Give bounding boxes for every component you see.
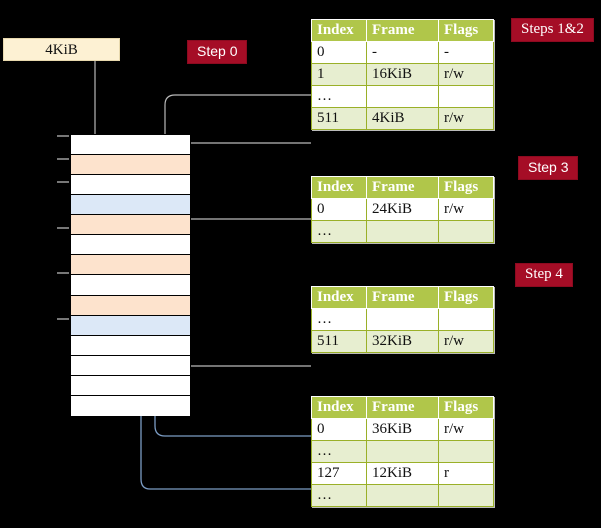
memory-frame-row xyxy=(71,135,190,156)
memory-frame-row xyxy=(71,235,190,256)
page-table-level-1-cell: … xyxy=(311,484,367,507)
page-table-level-4-header-frame: Frame xyxy=(366,19,439,42)
page-table-level-1-cell: 12KiB xyxy=(366,462,439,485)
page-table-level-4-row: … xyxy=(311,85,494,108)
memory-frame-row xyxy=(71,355,190,376)
badge-step-4-label: Step 4 xyxy=(525,266,563,282)
physical-memory-column xyxy=(70,134,191,416)
page-table-level-2-header-frame: Frame xyxy=(366,286,439,309)
page-table-level-4-cell: r/w xyxy=(438,63,494,86)
page-table-level-4-cell xyxy=(366,85,439,108)
page-table-level-4-cell: r/w xyxy=(438,107,494,130)
memory-frame-row xyxy=(71,295,190,316)
memory-tick xyxy=(57,158,69,160)
badge-step-0: Step 0 xyxy=(188,41,247,63)
memory-frame-row xyxy=(71,335,190,356)
memory-frame-row xyxy=(71,255,190,276)
page-table-level-1-cell: 36KiB xyxy=(366,418,439,441)
page-table-level-3-cell: r/w xyxy=(438,198,494,221)
memory-frame-row xyxy=(71,275,190,296)
page-table-level-4-cell: 0 xyxy=(311,41,367,64)
page-table-level-4-header-flags: Flags xyxy=(438,19,494,42)
memory-tick xyxy=(57,227,69,229)
page-table-level-1-cell xyxy=(438,440,494,463)
memory-frame-row xyxy=(71,155,190,176)
page-table-level-4-cell: 1 xyxy=(311,63,367,86)
page-table-level-3-cell: … xyxy=(311,220,367,243)
page-table-level-1-cell xyxy=(366,484,439,507)
page-table-level-2-cell: 511 xyxy=(311,330,367,353)
page-table-level-3-cell xyxy=(366,220,439,243)
badge-step-0-label: Step 0 xyxy=(197,43,238,59)
page-table-level-2-cell xyxy=(366,308,439,331)
page-table-level-4-cell: 16KiB xyxy=(366,63,439,86)
page-table-level-2-cell: … xyxy=(311,308,367,331)
page-table-level-2-header-flags: Flags xyxy=(438,286,494,309)
badge-step-3: Step 3 xyxy=(519,157,578,179)
page-table-level-3-header-index: Index xyxy=(311,176,367,199)
page-table-level-1-header-index: Index xyxy=(311,396,367,419)
page-table-level-2-cell: 32KiB xyxy=(366,330,439,353)
page-table-level-3-cell: 0 xyxy=(311,198,367,221)
page-table-level-4-cell: 511 xyxy=(311,107,367,130)
page-table-level-3-cell xyxy=(438,220,494,243)
page-table-level-1-cell xyxy=(366,440,439,463)
page-table-level-2-header-index: Index xyxy=(311,286,367,309)
page-table-level-4-cell xyxy=(438,85,494,108)
page-table-level-1-cell: 0 xyxy=(311,418,367,441)
page-table-level-2-cell: r/w xyxy=(438,330,494,353)
memory-frame-row xyxy=(71,315,190,336)
memory-tick xyxy=(57,181,69,183)
badge-steps-1-2-label: Steps 1&2 xyxy=(521,21,584,37)
page-table-level-1-cell: r xyxy=(438,462,494,485)
badge-steps-1-2: Steps 1&2 xyxy=(512,19,593,41)
page-table-level-3-header-flags: Flags xyxy=(438,176,494,199)
page-table-level-1-row: … xyxy=(311,484,494,507)
page-table-level-1-header-flags: Flags xyxy=(438,396,494,419)
page-table-level-2-row: … xyxy=(311,308,494,331)
memory-frame-row xyxy=(71,375,190,396)
memory-frame-row xyxy=(71,195,190,216)
page-table-level-3-row: … xyxy=(311,220,494,243)
page-table-level-1-cell: 127 xyxy=(311,462,367,485)
page-table-level-1-header-frame: Frame xyxy=(366,396,439,419)
page-table-level-1-cell: … xyxy=(311,440,367,463)
page-table-level-1-cell: r/w xyxy=(438,418,494,441)
badge-step-3-label: Step 3 xyxy=(528,159,569,175)
request-size-label: 4KiB xyxy=(45,42,78,58)
page-table-level-4-cell: … xyxy=(311,85,367,108)
page-table-level-4-cell: 4KiB xyxy=(366,107,439,130)
page-table-level-4-header-index: Index xyxy=(311,19,367,42)
page-table-level-4-cell: - xyxy=(438,41,494,64)
page-table-level-1-row: … xyxy=(311,440,494,463)
page-table-level-4-cell: - xyxy=(366,41,439,64)
badge-step-4: Step 4 xyxy=(516,264,572,286)
request-size-box: 4KiB xyxy=(3,38,120,61)
memory-frame-row xyxy=(71,175,190,196)
page-table-level-2-cell xyxy=(438,308,494,331)
page-table-level-1-cell xyxy=(438,484,494,507)
memory-tick xyxy=(57,318,69,320)
memory-frame-row xyxy=(71,395,190,416)
page-table-level-4-row: 0-- xyxy=(311,41,494,64)
page-table-level-3-header-frame: Frame xyxy=(366,176,439,199)
memory-frame-row xyxy=(71,215,190,236)
page-table-level-3-cell: 24KiB xyxy=(366,198,439,221)
memory-tick xyxy=(57,272,69,274)
memory-tick xyxy=(57,135,69,137)
